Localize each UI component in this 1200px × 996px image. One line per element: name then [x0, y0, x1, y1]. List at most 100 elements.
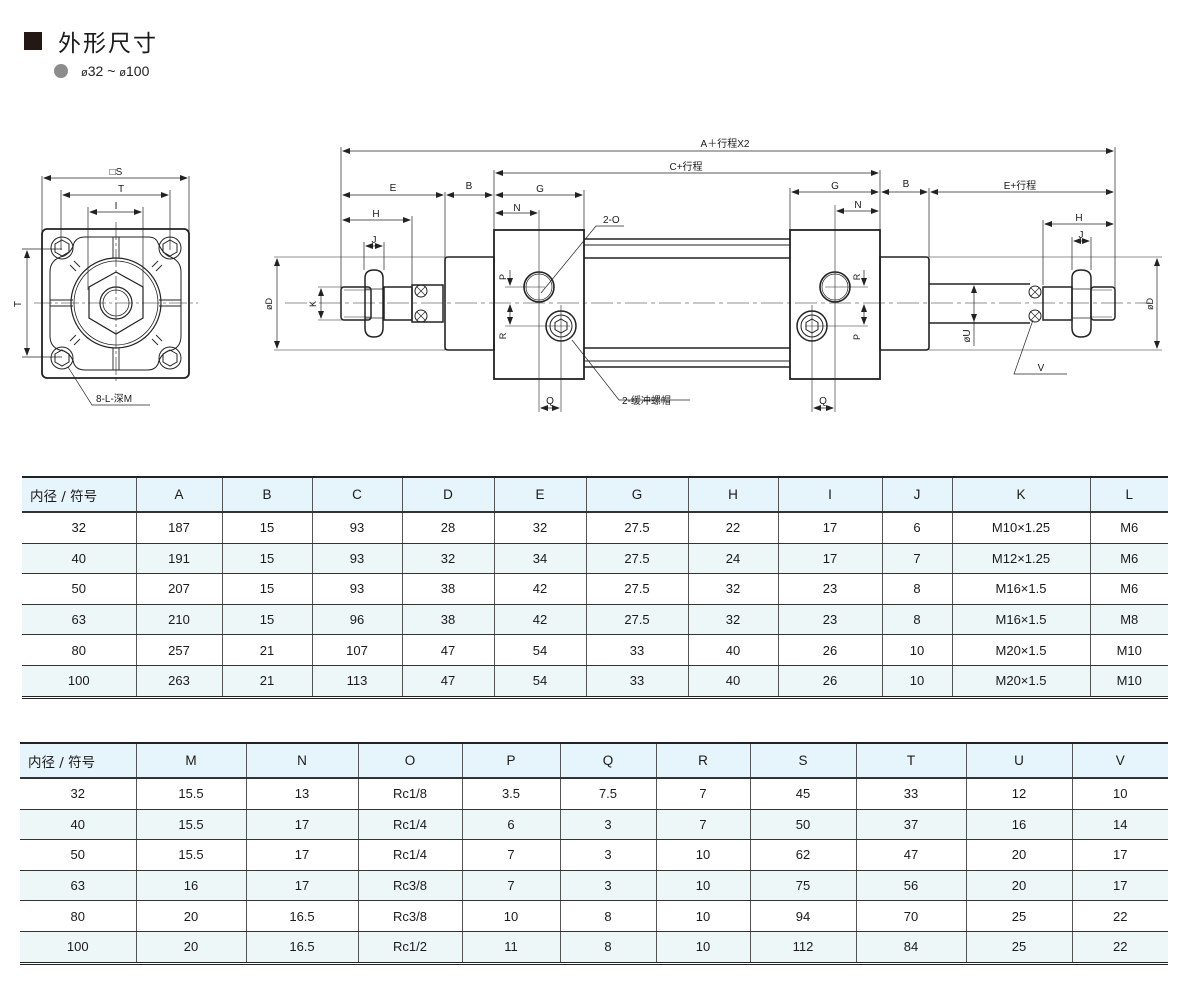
dimension-cell: 33 — [585, 665, 688, 699]
column-header: I — [777, 476, 882, 513]
column-header: P — [461, 742, 560, 779]
label-E-left: E — [390, 183, 397, 194]
label-D-right: øD — [1145, 298, 1155, 310]
bore-size-cell: 63 — [22, 604, 136, 636]
dimension-cell: 17 — [245, 839, 358, 871]
dimension-cell: 50 — [749, 809, 856, 841]
bore-size-cell: 40 — [22, 543, 136, 575]
dimension-cell: 24 — [687, 543, 778, 575]
label-Q-right: Q — [819, 396, 827, 407]
dimension-cell: 26 — [777, 634, 882, 666]
label-Q-left: Q — [546, 396, 554, 407]
dimension-cell: M20×1.5 — [951, 634, 1090, 666]
rod-thread-left — [340, 286, 372, 321]
dimension-cell: 15.5 — [135, 839, 246, 871]
dimension-cell: 23 — [777, 573, 882, 605]
dimension-cell: 40 — [687, 634, 778, 666]
dimension-cell: 20 — [965, 839, 1072, 871]
dimension-cell: Rc1/2 — [357, 931, 462, 965]
dimension-cell: 7 — [881, 543, 952, 575]
dimension-cell: 10 — [655, 870, 750, 902]
dimension-cell: 113 — [311, 665, 402, 699]
column-header: O — [357, 742, 462, 779]
dimension-cell: M8 — [1089, 604, 1168, 636]
dimension-cell: 34 — [493, 543, 586, 575]
bore-range-text: ø32 ~ ø100 — [81, 63, 149, 79]
column-header: S — [749, 742, 856, 779]
label-U: øU — [962, 329, 973, 342]
dimension-cell: 94 — [749, 900, 856, 932]
dimension-cell: Rc1/8 — [357, 778, 462, 810]
dimension-cell: 20 — [965, 870, 1072, 902]
column-header: Q — [559, 742, 656, 779]
dimension-cell: 11 — [461, 931, 560, 965]
label-H-right: H — [1075, 213, 1082, 224]
dimension-cell: 32 — [687, 573, 778, 605]
column-header: A — [135, 476, 222, 513]
column-header: U — [965, 742, 1072, 779]
dimension-cell: 187 — [135, 512, 222, 544]
dimension-cell: 10 — [655, 900, 750, 932]
column-header: 内径 / 符号 — [20, 742, 136, 779]
dimension-cell: 15.5 — [135, 809, 246, 841]
bore-size-cell: 50 — [22, 573, 136, 605]
dimension-cell: Rc3/8 — [357, 900, 462, 932]
label-P-left: P — [498, 274, 508, 280]
dimension-cell: 10 — [655, 931, 750, 965]
column-header: D — [401, 476, 494, 513]
label-T-vertical: T — [13, 301, 24, 307]
bore-size-cell: 100 — [20, 931, 136, 965]
column-header: E — [493, 476, 586, 513]
dimension-cell: 25 — [965, 931, 1072, 965]
dimension-cell: 191 — [135, 543, 222, 575]
dimension-cell: 263 — [135, 665, 222, 699]
dimension-cell: 56 — [855, 870, 966, 902]
dimension-cell: 7 — [461, 870, 560, 902]
dimension-cell: 38 — [401, 573, 494, 605]
label-V: V — [1038, 363, 1045, 374]
head-block-left — [493, 229, 585, 380]
label-B-right: B — [903, 179, 910, 190]
dimension-cell: 17 — [1071, 839, 1168, 871]
dimension-cell: 15 — [221, 512, 312, 544]
bore-size-cell: 32 — [20, 778, 136, 810]
column-header: H — [687, 476, 778, 513]
column-header: V — [1071, 742, 1168, 779]
dimension-cell: 93 — [311, 512, 402, 544]
dimension-cell: 3 — [559, 839, 656, 871]
dimension-cell: 3 — [559, 809, 656, 841]
dimension-cell: 23 — [777, 604, 882, 636]
lock-nut-right — [1071, 269, 1092, 338]
dimension-cell: 32 — [493, 512, 586, 544]
dimension-cell: M10 — [1089, 665, 1168, 699]
dimension-cell: 112 — [749, 931, 856, 965]
label-C-stroke: C+行程 — [669, 160, 702, 173]
dimension-cell: 207 — [135, 573, 222, 605]
dimension-cell: 257 — [135, 634, 222, 666]
label-N-left: N — [513, 203, 520, 214]
dimension-cell: 17 — [245, 870, 358, 902]
dimension-cell: 84 — [855, 931, 966, 965]
dimension-cell: 22 — [687, 512, 778, 544]
label-A-stroke: A＋行程X2 — [701, 137, 750, 150]
label-K: K — [308, 301, 318, 307]
column-header: N — [245, 742, 358, 779]
dimension-cell: 210 — [135, 604, 222, 636]
dimension-cell: 8 — [559, 900, 656, 932]
column-header: R — [655, 742, 750, 779]
dimension-cell: M10×1.25 — [951, 512, 1090, 544]
range-separator: ~ — [103, 63, 120, 79]
dimension-cell: 62 — [749, 839, 856, 871]
dimension-cell: 93 — [311, 543, 402, 575]
dimension-cell: 107 — [311, 634, 402, 666]
label-J-left: J — [372, 235, 377, 246]
dimension-cell: 33 — [855, 778, 966, 810]
dimension-cell: M16×1.5 — [951, 604, 1090, 636]
dimension-cell: 13 — [245, 778, 358, 810]
